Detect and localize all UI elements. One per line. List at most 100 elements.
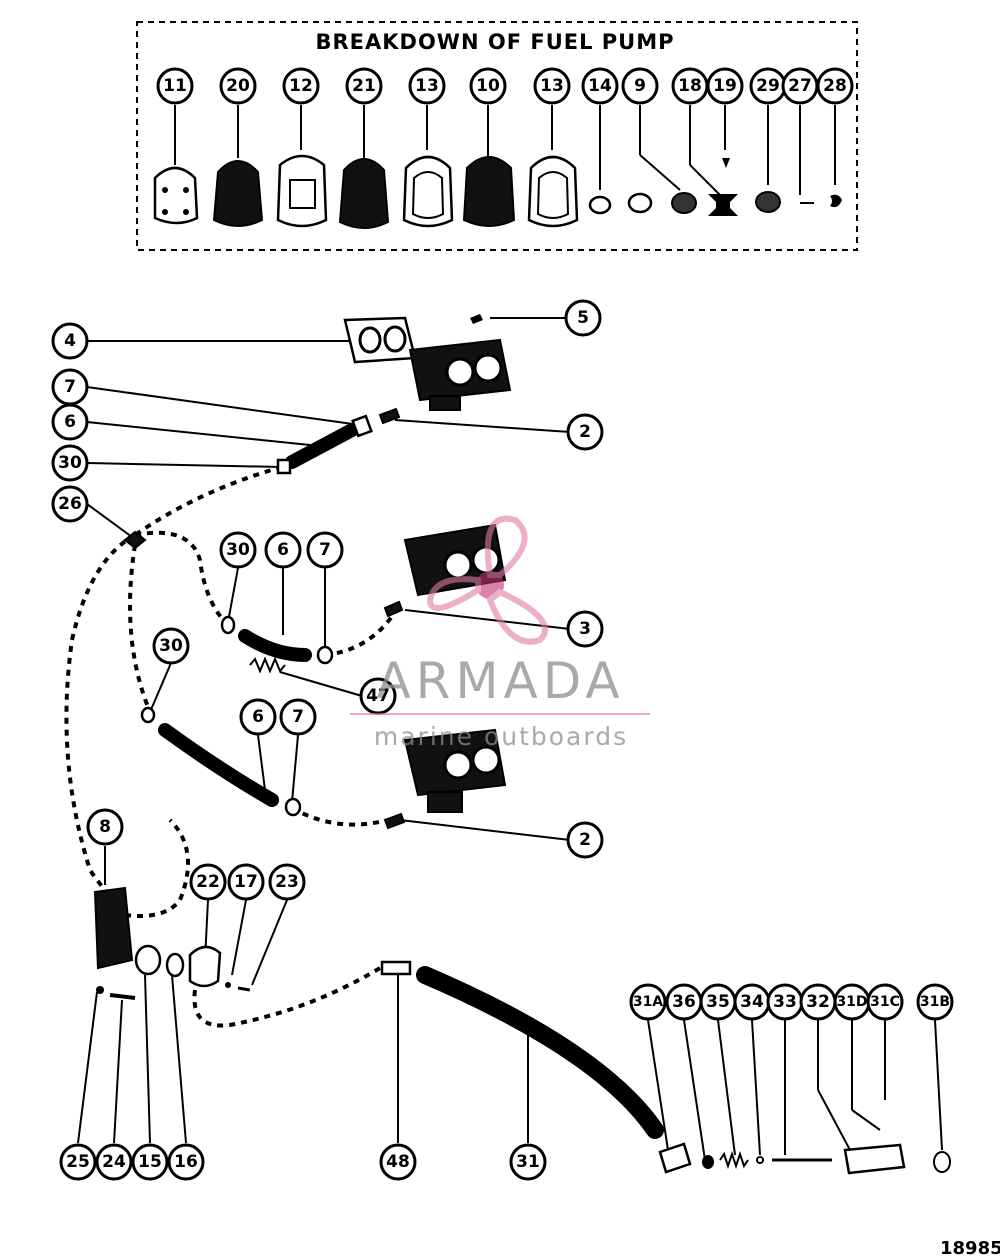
callout-label: 17 [234, 872, 258, 892]
breakdown-parts [153, 105, 842, 229]
callout-29: 29 [749, 67, 787, 105]
callout-label: 10 [476, 76, 500, 96]
callout-label: 30 [159, 636, 183, 656]
watermark-brand: ARMADA [376, 652, 625, 710]
breakdown-frame [136, 21, 858, 251]
hose-middle [238, 629, 312, 662]
carb-gasket [343, 316, 417, 364]
callout-label: 7 [64, 377, 76, 397]
carburetor-bottom [403, 728, 507, 813]
callout-4: 4 [51, 322, 89, 360]
watermark-rule [350, 713, 650, 715]
callout-13: 13 [533, 67, 571, 105]
callout-8: 8 [86, 808, 124, 846]
callout-11: 11 [156, 67, 194, 105]
callout-label: 47 [366, 686, 390, 706]
callout-3: 3 [566, 610, 604, 648]
callout-6: 6 [239, 698, 277, 736]
callout-36: 36 [665, 983, 703, 1021]
callout-20: 20 [219, 67, 257, 105]
callout-label: 31A [633, 994, 663, 1010]
callout-label: 48 [386, 1152, 410, 1172]
callout-23: 23 [268, 863, 306, 901]
callout-label: 31B [920, 994, 950, 1010]
callout-14: 14 [581, 67, 619, 105]
fuel-pump-assembly [93, 886, 251, 1000]
callout-label: 6 [277, 540, 289, 560]
callout-33: 33 [766, 983, 804, 1021]
callout-label: 35 [706, 992, 730, 1012]
fuel-lines [64, 465, 397, 1028]
callout-30: 30 [51, 444, 89, 482]
callout-31A: 31A [629, 983, 667, 1021]
callout-label: 29 [756, 76, 780, 96]
callout-27: 27 [781, 67, 819, 105]
callout-label: 12 [289, 76, 313, 96]
callout-label: 14 [588, 76, 612, 96]
callout-label: 33 [773, 992, 797, 1012]
callout-12: 12 [282, 67, 320, 105]
callout-label: 9 [634, 76, 646, 96]
callout-16: 16 [167, 1143, 205, 1181]
watermark-tagline: marine outboards [373, 722, 629, 751]
main-fuel-hose [416, 966, 664, 1139]
callout-9: 9 [621, 67, 659, 105]
callout-label: 21 [352, 76, 376, 96]
callout-label: 31C [870, 994, 900, 1010]
callout-label: 2 [579, 830, 591, 850]
callout-label: 6 [252, 707, 264, 727]
callout-label: 34 [740, 992, 764, 1012]
callout-24: 24 [95, 1143, 133, 1181]
callout-label: 27 [788, 76, 812, 96]
callout-34: 34 [733, 983, 771, 1021]
callout-label: 26 [58, 494, 82, 514]
breakdown-title: BREAKDOWN OF FUEL PUMP [315, 30, 675, 54]
callout-31D: 31D [833, 983, 871, 1021]
callout-label: 24 [102, 1152, 126, 1172]
callout-25: 25 [59, 1143, 97, 1181]
callout-label: 30 [226, 540, 250, 560]
main-leaders [77, 317, 943, 1161]
callout-35: 35 [699, 983, 737, 1021]
callout-label: 15 [138, 1152, 162, 1172]
callout-label: 22 [196, 872, 220, 892]
callout-22: 22 [189, 863, 227, 901]
callout-label: 13 [540, 76, 564, 96]
callout-13: 13 [408, 67, 446, 105]
callout-label: 28 [823, 76, 847, 96]
callout-30: 30 [219, 531, 257, 569]
callout-19: 19 [706, 67, 744, 105]
callout-18: 18 [671, 67, 709, 105]
callout-6: 6 [264, 531, 302, 569]
callout-label: 5 [577, 308, 589, 328]
callout-32: 32 [799, 983, 837, 1021]
callout-21: 21 [345, 67, 383, 105]
callout-label: 8 [99, 817, 111, 837]
callout-label: 18 [678, 76, 702, 96]
callout-label: 3 [579, 619, 591, 639]
callout-label: 36 [672, 992, 696, 1012]
callout-10: 10 [469, 67, 507, 105]
hose-lower [158, 723, 279, 807]
callout-26: 26 [51, 485, 89, 523]
callout-label: 7 [319, 540, 331, 560]
callout-label: 13 [415, 76, 439, 96]
callout-6: 6 [51, 403, 89, 441]
callout-label: 25 [66, 1152, 90, 1172]
callout-7: 7 [306, 531, 344, 569]
callout-7: 7 [51, 368, 89, 406]
callout-label: 19 [713, 76, 737, 96]
callout-30: 30 [152, 627, 190, 665]
callout-label: 7 [292, 707, 304, 727]
figure-number: 18985 [940, 1238, 1000, 1259]
callout-label: 20 [226, 76, 250, 96]
callout-5: 5 [564, 299, 602, 337]
callout-15: 15 [131, 1143, 169, 1181]
callout-28: 28 [816, 67, 854, 105]
callout-label: 16 [174, 1152, 198, 1172]
callout-2: 2 [566, 413, 604, 451]
callout-31B: 31B [916, 983, 954, 1021]
callout-label: 30 [58, 453, 82, 473]
callout-47: 47 [359, 677, 397, 715]
callout-31C: 31C [866, 983, 904, 1021]
